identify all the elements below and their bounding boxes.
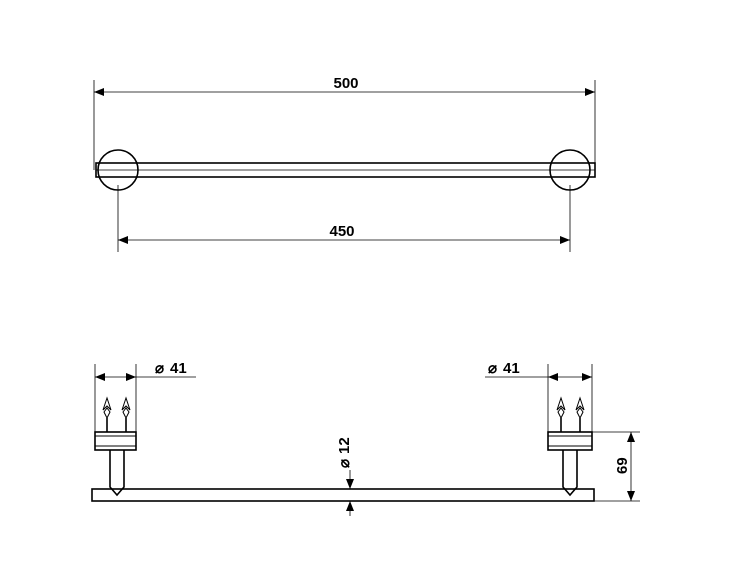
left-mount-post: [109, 450, 125, 497]
right-mount-rosette: [549, 149, 591, 191]
right-mount-diameter-label: 41: [503, 360, 520, 377]
left-mount-rosette: [97, 149, 139, 191]
mount-spacing-label: 450: [329, 223, 354, 240]
towel-rod-front: [91, 488, 595, 502]
overall-length-label: 500: [333, 75, 358, 92]
rod-diameter-label: 12: [336, 437, 353, 454]
front-view: ⌀ 41 ⌀ 41: [91, 360, 640, 516]
left-wall-anchors: [102, 396, 131, 432]
left-mount-base: [94, 431, 137, 451]
right-mount-base: [547, 431, 593, 451]
projection-depth-label: 69: [614, 457, 631, 474]
top-view: 500 450: [93, 75, 596, 252]
right-mount-post: [562, 450, 578, 497]
left-mount-diameter-label: 41: [170, 360, 187, 377]
rod-diameter-symbol: ⌀: [336, 459, 353, 468]
right-diameter-symbol: ⌀: [488, 360, 497, 377]
left-diameter-symbol: ⌀: [155, 360, 164, 377]
right-wall-anchors: [556, 396, 585, 432]
